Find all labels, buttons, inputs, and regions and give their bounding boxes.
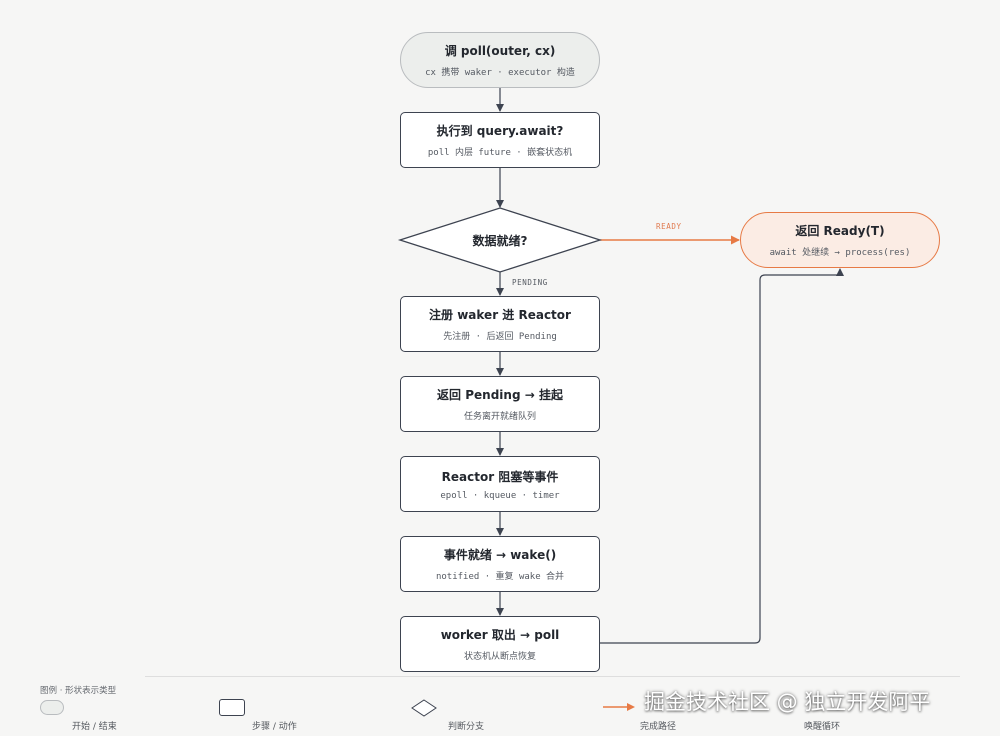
start-node-subtitle: cx 携带 waker · executor 构造: [425, 68, 575, 78]
legend-diamond-shape: [411, 699, 437, 717]
event-ready-node: 事件就绪 → wake() notified · 重复 wake 合并: [400, 536, 600, 592]
return-pending-node: 返回 Pending → 挂起 任务离开就绪队列: [400, 376, 600, 432]
reactor-block-subtitle: epoll · kqueue · timer: [440, 490, 560, 501]
return-pending-title: 返回 Pending → 挂起: [437, 388, 563, 402]
legend-label-start-end: 开始 / 结束: [72, 722, 117, 732]
ready-title: 返回 Ready(T): [795, 224, 885, 238]
event-ready-subtitle: notified · 重复 wake 合并: [435, 572, 565, 582]
event-ready-title: 事件就绪 → wake(): [443, 548, 557, 562]
start-node-title: 调 poll(outer, cx): [444, 44, 556, 58]
watermark: 掘金技术社区 @ 独立开发阿平: [644, 690, 931, 714]
legend-label-complete-path: 完成路径: [640, 722, 677, 732]
worker-poll-title: worker 取出 → poll: [440, 628, 560, 642]
register-waker-title: 注册 waker 进 Reactor: [429, 308, 571, 322]
legend-orange-arrow-icon: [603, 703, 635, 711]
legend-pill-shape: [40, 700, 64, 715]
legend-label-wake-loop: 唤醒循环: [804, 722, 841, 732]
edge-worker-to-ready: [600, 268, 844, 644]
exec-await-subtitle: poll 内层 future · 嵌套状态机: [427, 148, 573, 158]
reactor-block-title: Reactor 阻塞等事件: [441, 469, 559, 484]
exec-await-node: 执行到 query.await? poll 内层 future · 嵌套状态机: [400, 112, 600, 168]
ready-subtitle: await 处继续 → process(res): [769, 248, 911, 258]
ready-edge-label: READY: [656, 222, 682, 231]
decision-node: 数据就绪?: [400, 208, 600, 272]
worker-poll-subtitle: 状态机从断点恢复: [463, 652, 536, 662]
pending-edge-label: PENDING: [512, 278, 548, 287]
reactor-block-node: Reactor 阻塞等事件 epoll · kqueue · timer: [400, 456, 600, 512]
legend-label-decision: 判断分支: [448, 722, 485, 732]
register-waker-subtitle: 先注册 · 后返回 Pending: [443, 332, 557, 342]
decision-diamond: [397, 207, 603, 273]
legend-title: 图例 · 形状表示类型: [40, 686, 117, 696]
legend-divider: [145, 676, 960, 677]
exec-await-title: 执行到 query.await?: [436, 124, 564, 138]
return-pending-subtitle: 任务离开就绪队列: [463, 412, 536, 422]
decision-title: 数据就绪?: [472, 233, 528, 248]
ready-node: 返回 Ready(T) await 处继续 → process(res): [740, 212, 940, 268]
worker-poll-node: worker 取出 → poll 状态机从断点恢复: [400, 616, 600, 672]
legend-label-step: 步骤 / 动作: [252, 722, 297, 732]
start-node: 调 poll(outer, cx) cx 携带 waker · executor…: [400, 32, 600, 88]
register-waker-node: 注册 waker 进 Reactor 先注册 · 后返回 Pending: [400, 296, 600, 352]
legend-rect-shape: [219, 699, 245, 716]
